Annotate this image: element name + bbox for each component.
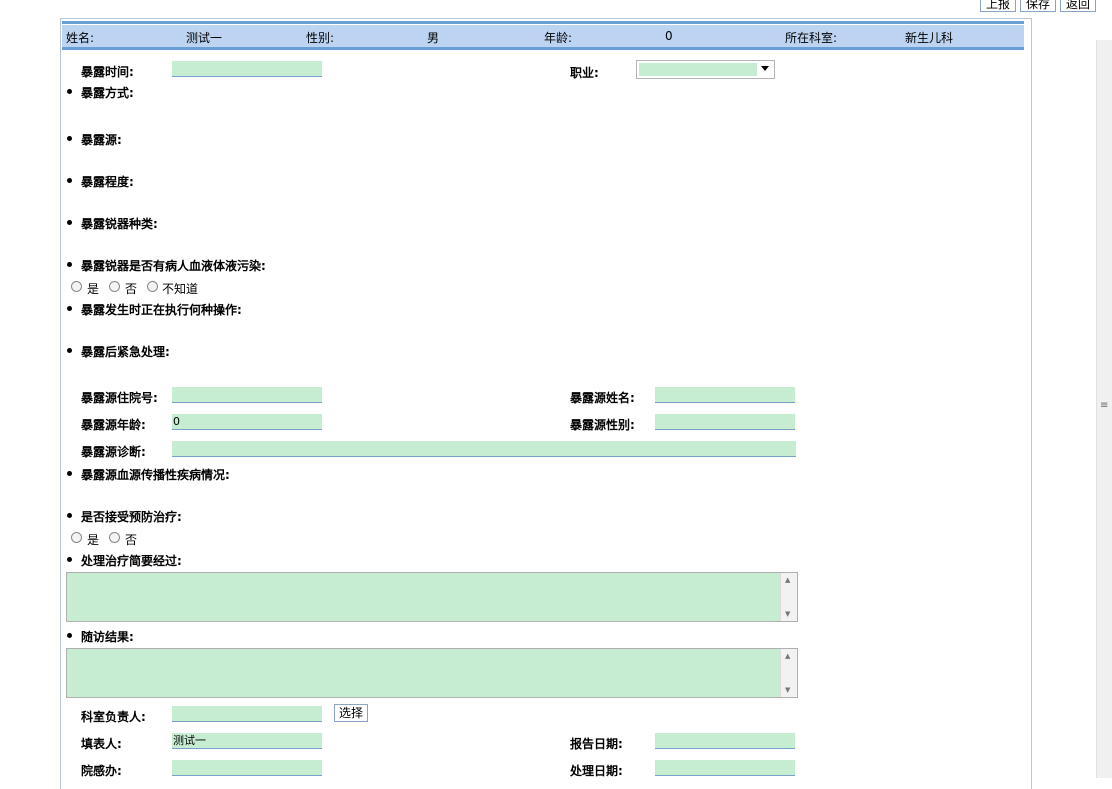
bullet-icon (67, 220, 72, 225)
gender-label: 性别: (306, 31, 335, 45)
bullet-icon (67, 306, 72, 311)
filler-label: 填表人: (81, 737, 122, 751)
source-gender-input[interactable] (655, 414, 795, 430)
treatment-summary-textarea[interactable]: ▲ ▼ (66, 572, 798, 622)
contaminated-no-radio[interactable] (109, 281, 120, 292)
name-value: 测试一 (186, 31, 223, 45)
save-button[interactable]: 保存 (1020, 0, 1056, 12)
report-date-label: 报告日期: (570, 737, 623, 751)
treatment-summary-label: 处理治疗简要经过: (81, 554, 182, 568)
contaminated-yes-radio[interactable] (71, 281, 82, 292)
source-infectious-label: 暴露源血源传播性疾病情况: (81, 468, 230, 482)
prophylaxis-label: 是否接受预防治疗: (81, 510, 182, 524)
bullet-icon (67, 633, 72, 638)
bullet-icon (67, 513, 72, 518)
contaminated-no-label: 否 (125, 282, 138, 296)
followup-textarea[interactable]: ▲ ▼ (66, 648, 798, 698)
operation-label: 暴露发生时正在执行何种操作: (81, 303, 242, 317)
source-admission-input[interactable] (172, 387, 322, 403)
occupation-select[interactable] (636, 60, 775, 79)
prophylaxis-yes-label: 是 (87, 533, 100, 547)
scroll-up-icon[interactable]: ▲ (785, 652, 791, 660)
bullet-icon (67, 262, 72, 267)
exposure-degree-label: 暴露程度: (81, 175, 134, 189)
report-date-input[interactable] (655, 733, 795, 749)
handle-date-input[interactable] (655, 760, 795, 776)
exposure-source-label: 暴露源: (81, 133, 122, 147)
bullet-icon (67, 348, 72, 353)
prophylaxis-no-radio[interactable] (109, 532, 120, 543)
source-age-input[interactable]: 0 (172, 414, 322, 430)
exposure-method-label: 暴露方式: (81, 86, 134, 100)
page-scrollbar[interactable]: ≡ (1096, 40, 1112, 778)
instrument-type-label: 暴露锐器种类: (81, 217, 158, 231)
age-label: 年龄: (544, 31, 573, 45)
infection-office-input[interactable] (172, 760, 322, 776)
scroll-down-icon[interactable]: ▼ (785, 686, 791, 694)
infection-office-label: 院感办: (81, 764, 122, 778)
occupation-select-field (639, 63, 757, 76)
source-diagnosis-input[interactable] (172, 441, 796, 457)
name-label: 姓名: (66, 31, 95, 45)
instrument-contaminated-label: 暴露锐器是否有病人血液体液污染: (81, 259, 266, 273)
contaminated-yes-label: 是 (87, 282, 100, 296)
dept-head-label: 科室负责人: (81, 710, 146, 724)
filler-input[interactable]: 测试一 (172, 733, 322, 749)
dept-value: 新生儿科 (905, 31, 954, 45)
header-bottom-divider (62, 47, 1024, 50)
exposure-time-label: 暴露时间: (81, 65, 134, 79)
scroll-down-icon[interactable]: ▼ (785, 610, 791, 618)
source-name-input[interactable] (655, 387, 795, 403)
source-admission-label: 暴露源住院号: (81, 391, 158, 405)
source-diagnosis-label: 暴露源诊断: (81, 445, 146, 459)
gender-value: 男 (427, 31, 440, 45)
patient-info-bar: 姓名: 测试一 性别: 男 年龄: 0 所在科室: 新生儿科 (62, 25, 1024, 47)
chevron-down-icon (761, 66, 769, 71)
emergency-label: 暴露后紧急处理: (81, 345, 170, 359)
contaminated-unknown-label: 不知道 (162, 282, 199, 296)
report-button[interactable]: 上报 (980, 0, 1016, 12)
dept-label: 所在科室: (785, 31, 838, 45)
bullet-icon (67, 89, 72, 94)
scroll-grip-icon[interactable]: ≡ (1100, 400, 1109, 411)
handle-date-label: 处理日期: (570, 764, 623, 778)
contaminated-unknown-radio[interactable] (147, 281, 158, 292)
exposure-time-input[interactable] (172, 61, 322, 77)
back-button[interactable]: 返回 (1060, 0, 1096, 12)
select-button[interactable]: 选择 (334, 704, 368, 722)
header-top-divider (62, 21, 1024, 24)
form-frame (60, 18, 1032, 789)
bullet-icon (67, 178, 72, 183)
prophylaxis-no-label: 否 (125, 533, 138, 547)
bullet-icon (67, 557, 72, 562)
source-age-label: 暴露源年龄: (81, 418, 146, 432)
source-name-label: 暴露源姓名: (570, 391, 635, 405)
scroll-up-icon[interactable]: ▲ (785, 576, 791, 584)
occupation-label: 职业: (570, 66, 599, 80)
followup-label: 随访结果: (81, 630, 134, 644)
textarea-scrollbar[interactable]: ▲ ▼ (780, 649, 797, 697)
age-value: 0 (665, 29, 673, 43)
prophylaxis-yes-radio[interactable] (71, 532, 82, 543)
bullet-icon (67, 471, 72, 476)
bullet-icon (67, 136, 72, 141)
dept-head-input[interactable] (172, 706, 322, 722)
source-gender-label: 暴露源性别: (570, 418, 635, 432)
textarea-scrollbar[interactable]: ▲ ▼ (780, 573, 797, 621)
